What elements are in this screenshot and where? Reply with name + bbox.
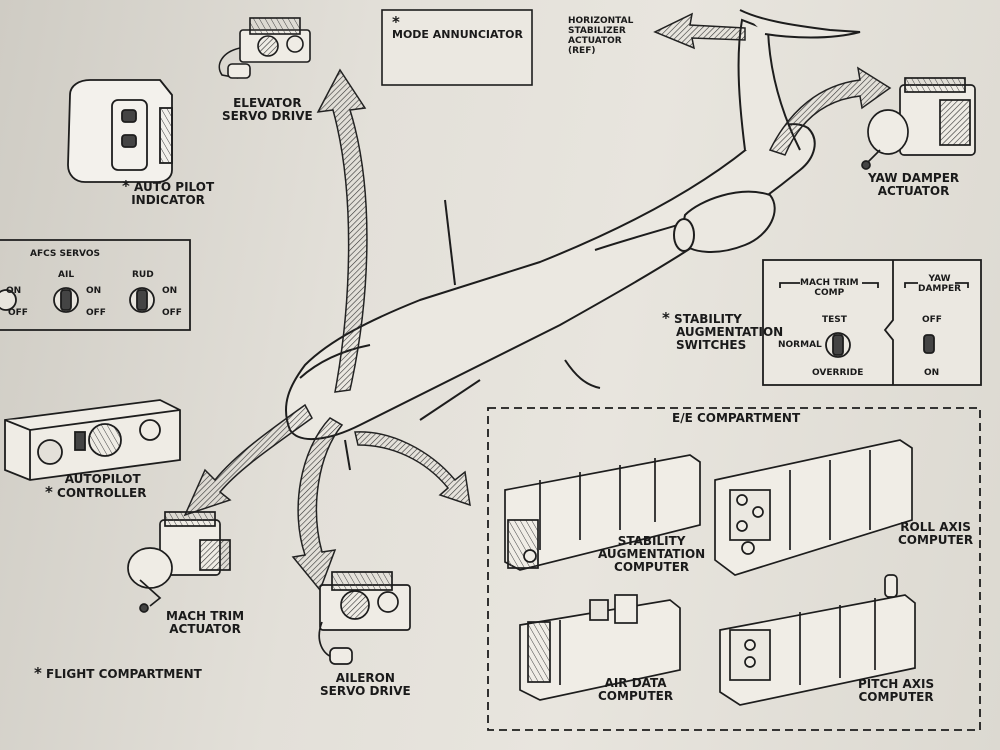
afcs-ail-label: AIL (58, 270, 75, 280)
sas-mach-trim-line1: MACH TRIM (800, 278, 859, 288)
afcs-servos-panel (0, 239, 191, 331)
afcs-ail-off: OFF (86, 308, 106, 318)
mach-trim-line1: MACH TRIM (166, 609, 245, 623)
hstab-actuator-label: HORIZONTAL STABILIZER ACTUATOR (REF) (568, 16, 633, 56)
hstab-label-line2: STABILIZER (568, 26, 626, 36)
afcs-rud-on: ON (162, 286, 178, 296)
sas-switches-label: * STABILITY AUGMENTATION SWITCHES (662, 309, 784, 352)
air-data-label: AIR DATA COMPUTER (598, 677, 673, 703)
sac-line1: STABILITY (617, 534, 686, 548)
air-data-computer-drawing (519, 594, 681, 701)
yaw-damper-actuator-drawing (861, 77, 976, 170)
roll-axis-computer-drawing (714, 439, 913, 576)
afcs-rud-off: OFF (162, 308, 182, 318)
aileron-servo-drive-drawing (318, 571, 411, 665)
autopilot-controller-drawing (4, 399, 181, 481)
flight-compartment-note: * FLIGHT COMPARTMENT (34, 664, 202, 682)
aircraft-outline (285, 9, 861, 471)
asterisk-mark: * (662, 309, 670, 327)
afcs-left-on: ON (6, 286, 22, 296)
roll-axis-label: ROLL AXIS COMPUTER (898, 521, 973, 547)
sac-line3: COMPUTER (614, 560, 690, 574)
roll-line2: COMPUTER (898, 533, 974, 547)
aileron-line1: AILERON (335, 671, 395, 685)
asterisk-mark: * (45, 483, 53, 501)
sas-normal-label: NORMAL (778, 340, 822, 350)
pitch-line1: PITCH AXIS (858, 677, 935, 691)
elevator-servo-label-line1: ELEVATOR (233, 96, 302, 110)
autopilot-controller-line1: AUTOPILOT (64, 472, 141, 486)
adc-line2: COMPUTER (598, 689, 674, 703)
sas-switches-line3: SWITCHES (676, 338, 747, 352)
afcs-left-off: OFF (8, 308, 28, 318)
pitch-axis-computer-drawing (719, 574, 916, 706)
sas-yaw-line2: DAMPER (918, 284, 962, 294)
hstab-label-line3: ACTUATOR (568, 36, 622, 46)
sac-line2: AUGMENTATION (598, 547, 706, 561)
flight-compartment-text: FLIGHT COMPARTMENT (46, 667, 202, 681)
sas-switches-line2: AUGMENTATION (676, 325, 784, 339)
mach-trim-actuator-drawing (127, 511, 231, 613)
sac-label: STABILITY AUGMENTATION COMPUTER (598, 535, 705, 574)
sas-yaw-line1: YAW (928, 274, 951, 284)
sas-switches-line1: STABILITY (674, 312, 742, 326)
sas-yaw-damper-header: YAW DAMPER (918, 274, 961, 294)
sas-yaw-on-label: ON (924, 368, 940, 378)
autopilot-indicator-line1: AUTO PILOT (134, 180, 215, 194)
sas-test-label: TEST (822, 315, 847, 325)
asterisk-mark: * (34, 664, 42, 682)
hstab-label-line4: (REF) (568, 46, 596, 56)
yaw-damper-label: YAW DAMPER ACTUATOR (868, 172, 959, 198)
sas-yaw-off-label: OFF (922, 315, 942, 325)
autopilot-indicator-label: * AUTO PILOT INDICATOR (122, 177, 215, 207)
mode-annunciator-text: MODE ANNUNCIATOR (392, 28, 523, 41)
aileron-line2: SERVO DRIVE (320, 684, 411, 698)
pitch-line2: COMPUTER (858, 690, 934, 704)
afcs-ail-on: ON (86, 286, 102, 296)
roll-line1: ROLL AXIS (900, 520, 971, 534)
mach-trim-line2: ACTUATOR (169, 622, 241, 636)
autopilot-controller-label: AUTOPILOT * CONTROLLER (45, 473, 146, 500)
elevator-servo-label-line2: SERVO DRIVE (222, 109, 313, 123)
elevator-servo-drive-drawing (218, 17, 311, 79)
asterisk-mark: * (392, 13, 400, 31)
autopilot-indicator-line2: INDICATOR (131, 193, 205, 207)
yaw-damper-line2: ACTUATOR (877, 184, 950, 198)
autopilot-controller-line2: CONTROLLER (57, 486, 147, 500)
mode-annunciator-box (381, 9, 533, 86)
connection-arrows (183, 12, 892, 592)
afcs-panel-title: AFCS SERVOS (30, 249, 101, 259)
autopilot-indicator-drawing (67, 79, 173, 183)
pitch-axis-label: PITCH AXIS COMPUTER (858, 678, 934, 704)
afcs-rud-label: RUD (132, 270, 154, 280)
sas-override-label: OVERRIDE (812, 368, 864, 378)
sas-mach-trim-header: MACH TRIM COMP (800, 278, 859, 298)
ee-compartment-title: E/E COMPARTMENT (672, 411, 801, 425)
aileron-servo-label: AILERON SERVO DRIVE (320, 672, 411, 698)
hstab-label-line1: HORIZONTAL (568, 16, 634, 26)
mode-annunciator-label: * MODE ANNUNCIATOR (392, 13, 523, 42)
sac-computer-drawing (504, 454, 701, 571)
elevator-servo-label: ELEVATOR SERVO DRIVE (222, 97, 313, 123)
asterisk-mark: * (122, 177, 130, 195)
adc-line1: AIR DATA (604, 676, 667, 690)
yaw-damper-line1: YAW DAMPER (868, 171, 960, 185)
mach-trim-actuator-label: MACH TRIM ACTUATOR (166, 610, 244, 636)
ee-compartment-box (487, 407, 981, 731)
sas-switch-panel (762, 259, 982, 386)
sas-mach-trim-line2: COMP (814, 288, 845, 298)
